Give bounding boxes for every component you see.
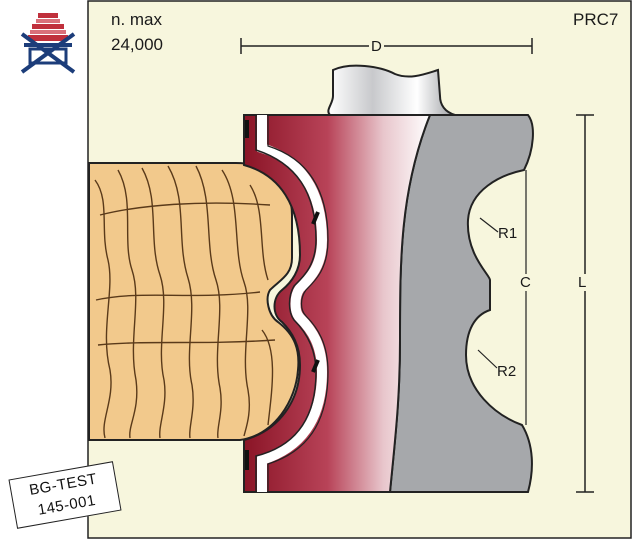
dimension-l-line (576, 114, 594, 493)
cutter-wing (243, 114, 432, 493)
no-hand-feed-icon (20, 13, 76, 74)
dimension-d-label: D (369, 38, 384, 55)
dimension-d-line (240, 38, 533, 54)
max-speed-label: n. max (111, 10, 163, 29)
dimension-l-label: L (576, 274, 589, 291)
radius-r2-label: R2 (497, 363, 517, 380)
r1-leader (479, 217, 499, 233)
carbide-edge (257, 115, 328, 492)
router-shank (327, 64, 456, 116)
wood-workpiece (88, 162, 300, 441)
dimension-c-label: C (519, 274, 532, 291)
radius-r1-label: R1 (498, 225, 518, 242)
max-speed-value: 24,000 (111, 35, 163, 54)
edge-ticks (245, 120, 320, 470)
model-code: PRC7 (573, 10, 619, 29)
r2-leader (477, 349, 498, 369)
